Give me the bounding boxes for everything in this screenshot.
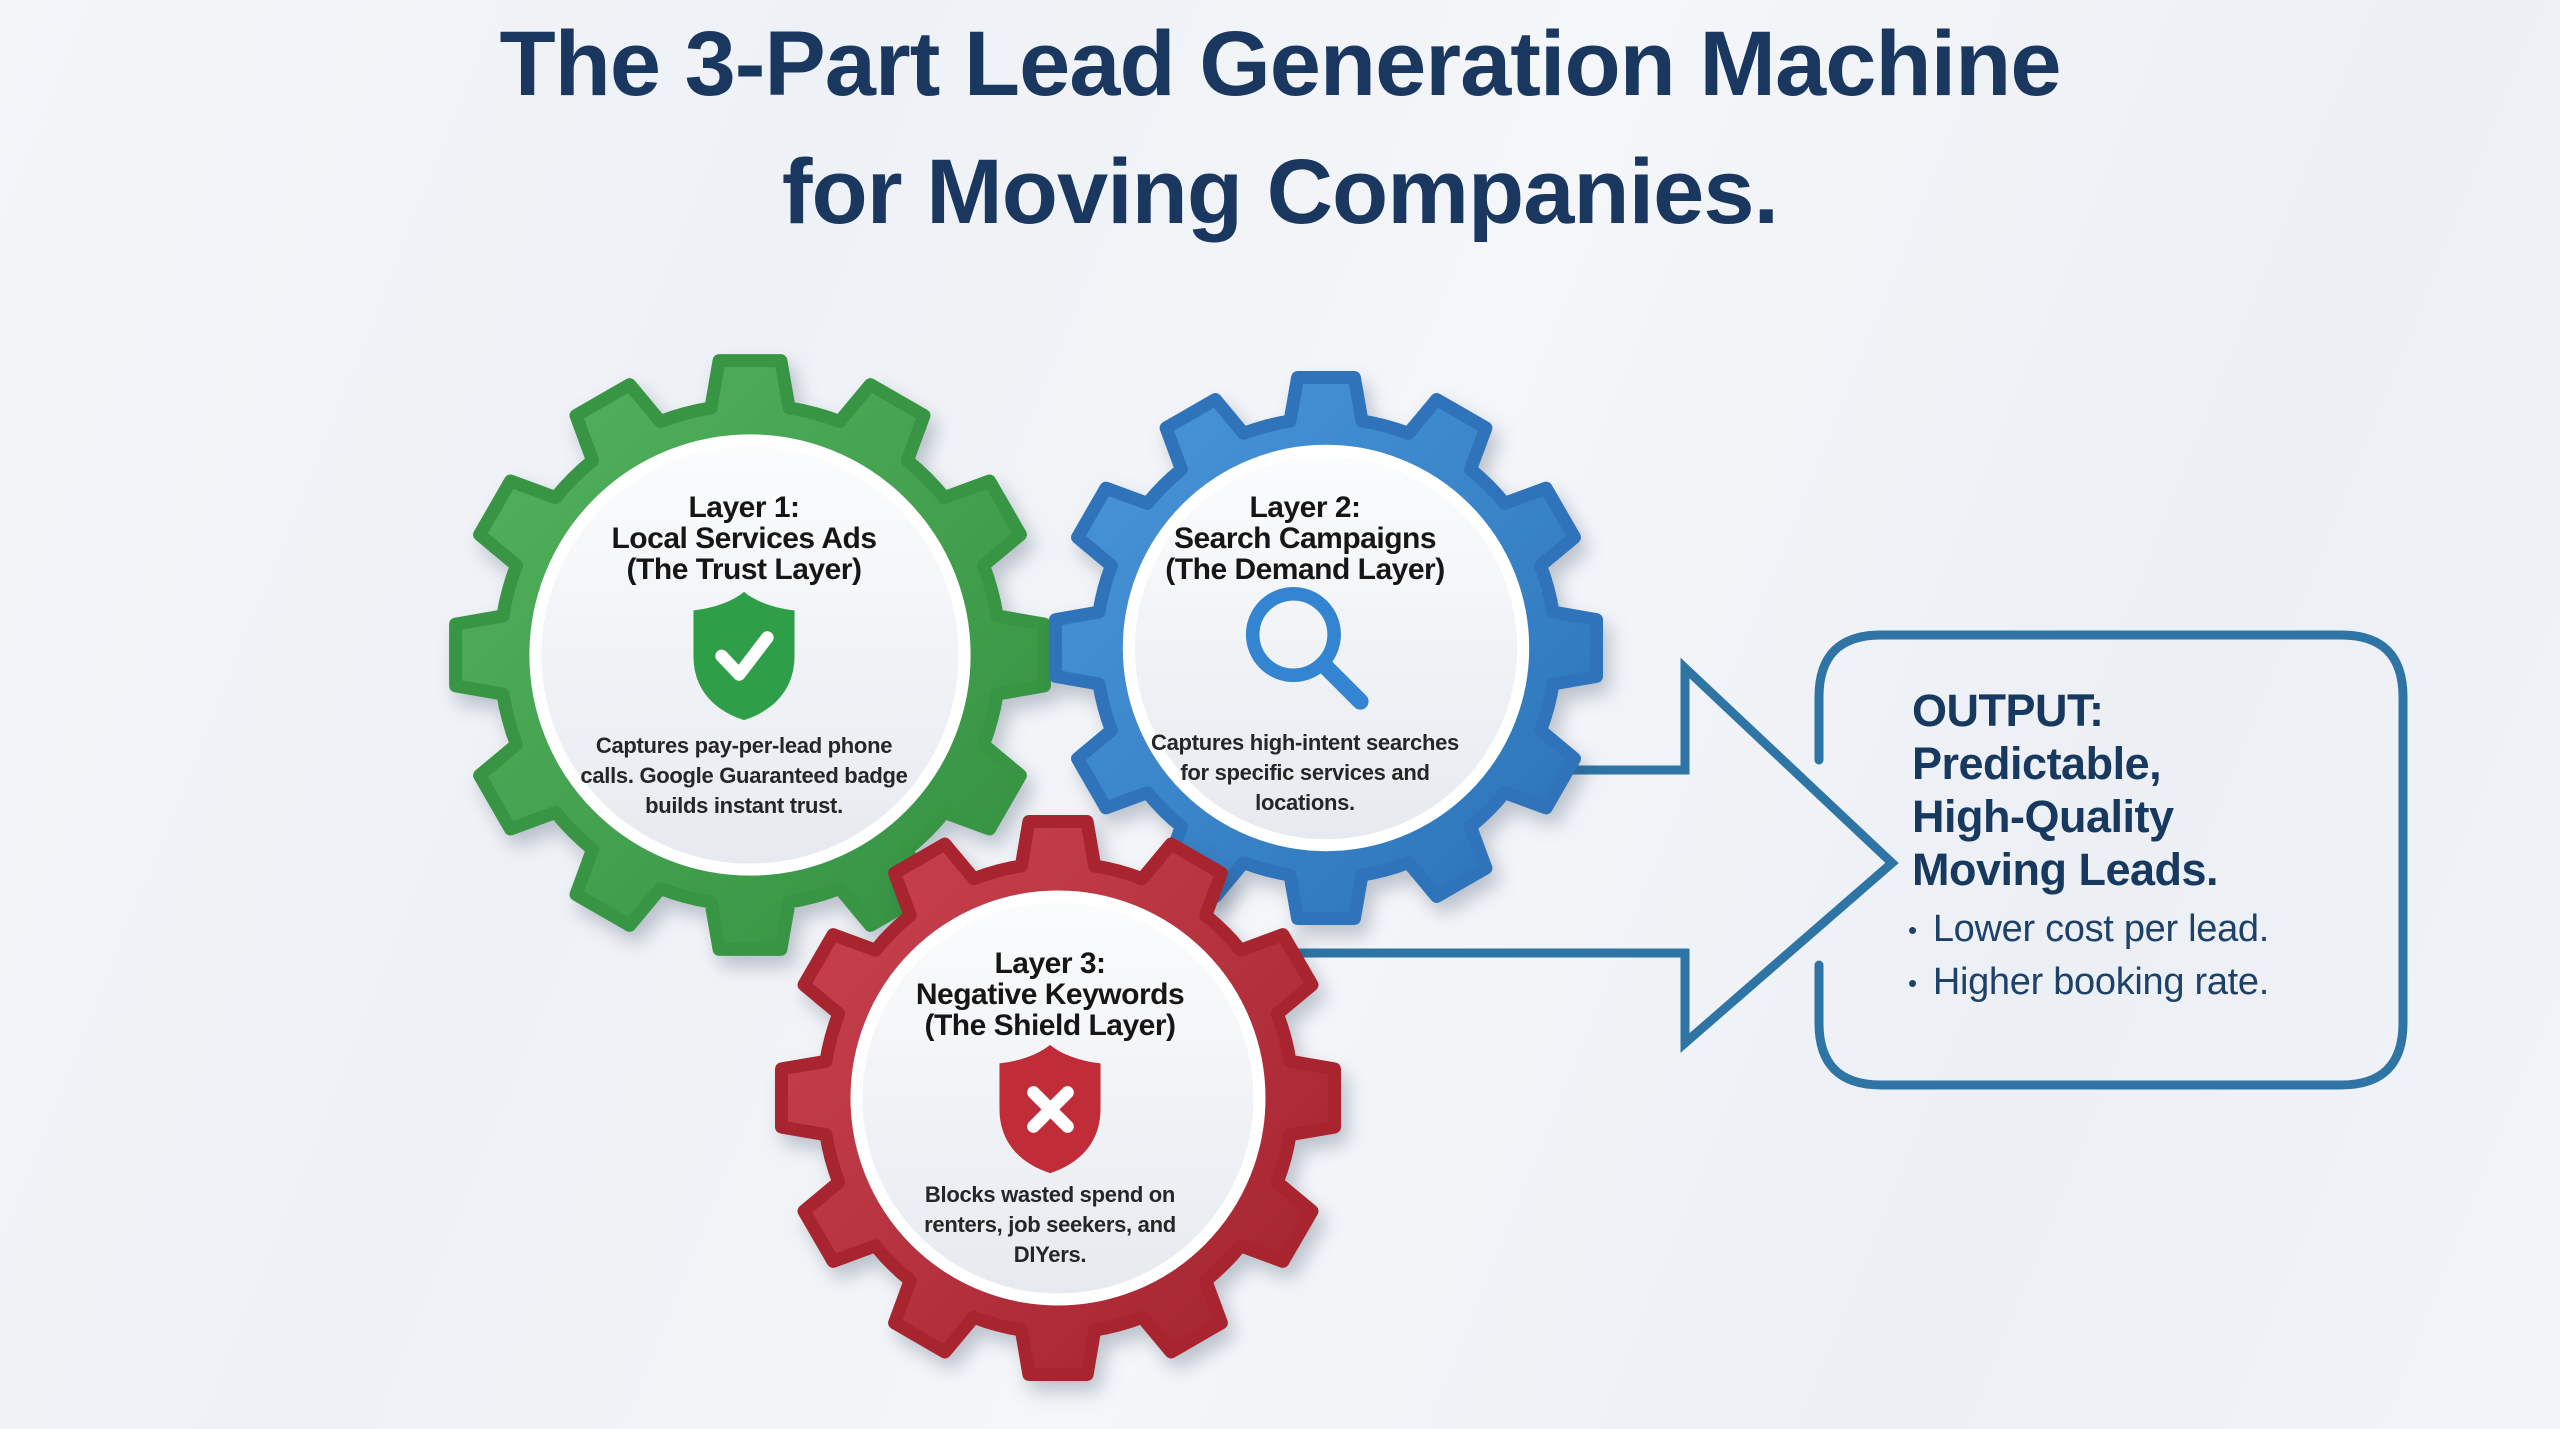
gear1-description: Captures pay-per-lead phone calls. Googl… bbox=[580, 731, 908, 821]
gear3-title: Layer 3: Negative Keywords (The Shield L… bbox=[915, 947, 1185, 1042]
gear2-desc-line2: for specific services and bbox=[1180, 760, 1430, 785]
gear1-title-line1: Layer 1: bbox=[688, 491, 800, 524]
flow-arrow bbox=[1175, 657, 1899, 1053]
gear2-title-line3: (The Demand Layer) bbox=[1165, 553, 1445, 586]
output-heading: OUTPUT: Predictable, High-Quality Moving… bbox=[1912, 684, 2219, 896]
output-heading-line2: Predictable, bbox=[1912, 738, 2162, 789]
page-title: The 3-Part Lead Generation Machine for M… bbox=[0, 0, 2560, 256]
gear3-desc-line3: DIYers. bbox=[1013, 1242, 1087, 1267]
page-title-line1: The 3-Part Lead Generation Machine bbox=[499, 13, 2061, 115]
output-heading-line1: OUTPUT: bbox=[1912, 685, 2104, 736]
gear1-title-line3: (The Trust Layer) bbox=[626, 553, 862, 586]
gear3-desc-line1: Blocks wasted spend on bbox=[924, 1182, 1176, 1207]
gear1-title: Layer 1: Local Services Ads (The Trust L… bbox=[611, 491, 877, 586]
gear1-desc-line3: builds instant trust. bbox=[645, 793, 843, 818]
gear3-title-line2: Negative Keywords bbox=[915, 978, 1185, 1011]
gear2-title-line1: Layer 2: bbox=[1249, 491, 1361, 524]
output-heading-line4: Moving Leads. bbox=[1912, 844, 2219, 895]
output-bullet-list: • Lower cost per lead. • Higher booking … bbox=[1908, 903, 2269, 1009]
gear2-desc-line3: locations. bbox=[1255, 790, 1355, 815]
gear2-title: Layer 2: Search Campaigns (The Demand La… bbox=[1165, 491, 1445, 586]
gear2-description: Captures high-intent searches for specif… bbox=[1151, 728, 1459, 818]
gear3-title-line1: Layer 3: bbox=[994, 947, 1106, 980]
gear2-title-line2: Search Campaigns bbox=[1173, 522, 1437, 555]
page-title-line2: for Moving Companies. bbox=[781, 141, 1779, 243]
output-bullet-2-text: Higher booking rate. bbox=[1932, 961, 2270, 1003]
gear2-desc-line1: Captures high-intent searches bbox=[1151, 730, 1459, 755]
gear3-title-line3: (The Shield Layer) bbox=[924, 1009, 1176, 1042]
bullet-dot: • bbox=[1908, 914, 1917, 945]
output-bullet-2: • Higher booking rate. bbox=[1908, 956, 2269, 1009]
output-box bbox=[1814, 630, 2408, 1090]
gear3-description: Blocks wasted spend on renters, job seek… bbox=[924, 1180, 1176, 1270]
gear1-title-line2: Local Services Ads bbox=[611, 522, 877, 555]
output-heading-line3: High-Quality bbox=[1912, 791, 2174, 842]
shield-x-icon bbox=[999, 1044, 1101, 1174]
gear1-desc-line1: Captures pay-per-lead phone bbox=[595, 733, 893, 758]
output-bullet-1: • Lower cost per lead. bbox=[1908, 903, 2269, 956]
shield-check-icon bbox=[693, 591, 795, 721]
gear1-desc-line2: calls. Google Guaranteed badge bbox=[580, 763, 908, 788]
output-bullet-1-text: Lower cost per lead. bbox=[1932, 908, 2269, 950]
search-icon bbox=[1245, 587, 1369, 710]
gear3-desc-line2: renters, job seekers, and bbox=[924, 1212, 1176, 1237]
bullet-dot: • bbox=[1908, 967, 1917, 998]
